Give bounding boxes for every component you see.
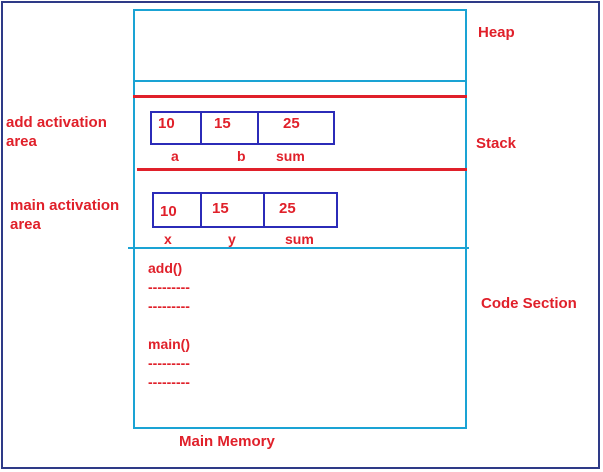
code-line-dash-2: --------- [148, 298, 190, 314]
code-line-dash-4: --------- [148, 374, 190, 390]
add-cell-a: 10 [150, 111, 202, 145]
add-activation-label-line2: area [6, 133, 37, 150]
code-section-label: Code Section [481, 295, 577, 312]
add-var-sum: sum [276, 148, 305, 164]
add-frame-top-line [133, 95, 467, 98]
heap-stack-divider [133, 80, 467, 82]
main-cell-x: 10 [152, 192, 202, 228]
add-activation-label-line1: add activation [6, 114, 107, 131]
main-memory-box [133, 9, 467, 429]
main-cell-sum: 25 [263, 192, 338, 228]
code-line-dash-3: --------- [148, 355, 190, 371]
main-var-x: x [164, 231, 172, 247]
stack-label: Stack [476, 135, 517, 152]
main-activation-label-line1: main activation [10, 197, 120, 214]
add-var-a: a [171, 148, 179, 164]
add-var-b: b [237, 148, 246, 164]
main-activation-label-line2: area [10, 216, 41, 233]
add-cell-sum: 25 [257, 111, 335, 145]
main-cell-y: 15 [200, 192, 265, 228]
code-line-main: main() [148, 336, 190, 352]
heap-label: Heap [478, 24, 515, 41]
add-cell-b: 15 [200, 111, 259, 145]
stack-code-divider [128, 247, 469, 249]
main-memory-caption: Main Memory [179, 433, 275, 450]
main-var-y: y [228, 231, 236, 247]
code-line-dash-1: --------- [148, 279, 190, 295]
main-var-sum: sum [285, 231, 314, 247]
add-frame-bottom-line [137, 168, 467, 171]
code-line-add: add() [148, 260, 183, 276]
